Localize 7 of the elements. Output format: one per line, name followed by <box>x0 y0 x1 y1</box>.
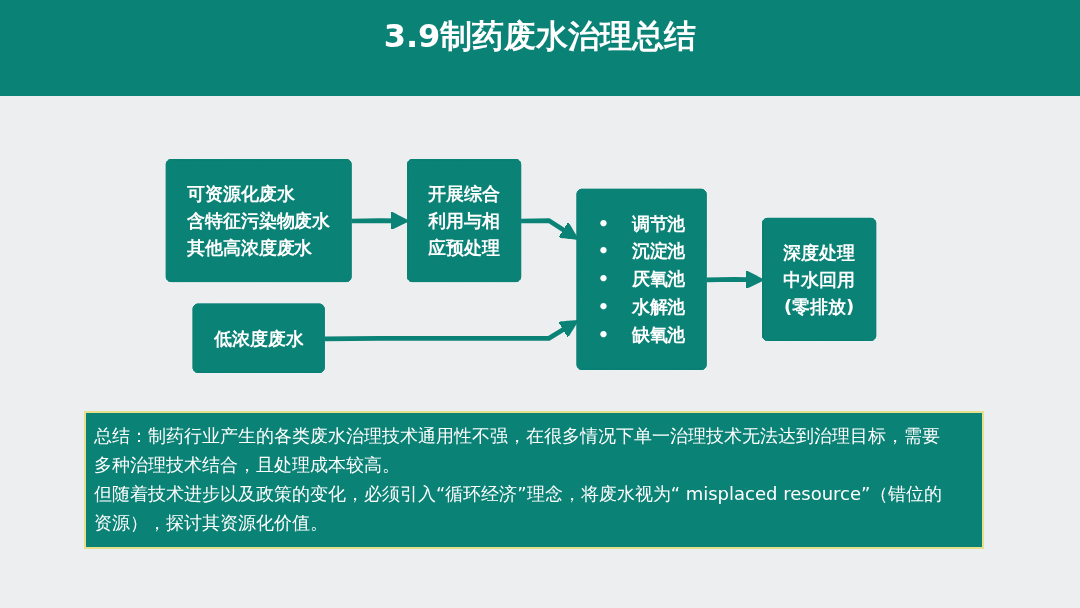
arrow <box>521 218 579 240</box>
arrow <box>324 320 579 342</box>
arrow <box>351 211 409 231</box>
note-text: 总结：制药行业产生的各类废水治理技术通用性不强，在很多情况下单一治理技术无法达到治理目标，需要多种治理技术结合，且处理成本较高。 <box>94 424 941 477</box>
note-text: 但随着技术进步以及政策的变化，必须引入“循环经济”理念，将废水视为“ misplaced resource”（错位的资源），探讨其资源化价值。 <box>94 482 944 535</box>
arrow <box>706 270 764 289</box>
title: 3.9制药废水治理总结 <box>382 16 698 57</box>
